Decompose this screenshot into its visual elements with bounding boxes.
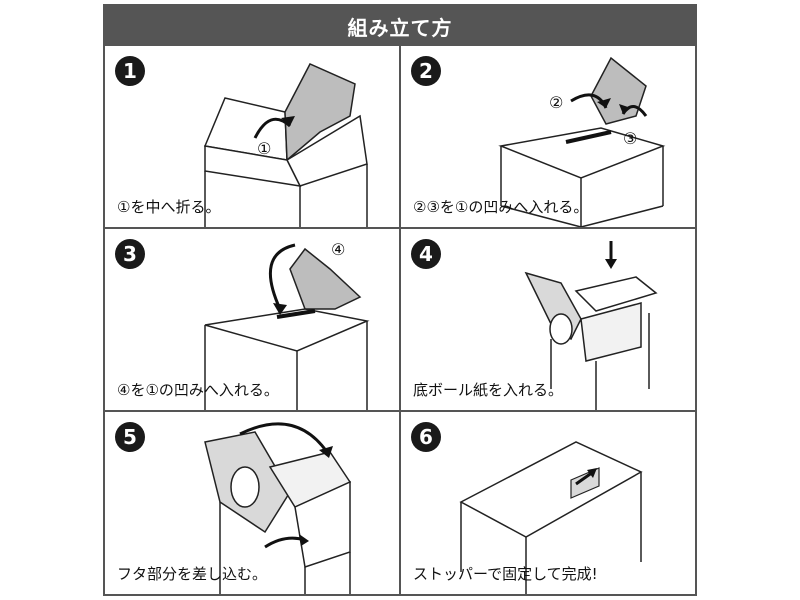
step-caption: ①を中へ折る。	[117, 198, 221, 216]
step-number-badge: 1	[115, 56, 145, 86]
step-caption: ストッパーで固定して完成!	[413, 565, 598, 583]
step-number-badge: 6	[411, 422, 441, 452]
divider-vertical	[399, 46, 401, 594]
step-1-illustration: ①	[203, 63, 368, 227]
step-number-badge: 5	[115, 422, 145, 452]
step-number-badge: 3	[115, 239, 145, 269]
mark-4: ④	[331, 240, 345, 259]
step-2: 2 ② ③ ②③を①の凹みへ入れる。	[401, 46, 695, 227]
step-caption: 底ボール紙を入れる。	[413, 381, 564, 399]
step-4-illustration	[524, 241, 658, 410]
assembly-instructions: 組み立て方 1 ① ①を中へ折る。 2	[103, 4, 697, 596]
mark-2: ②	[549, 93, 563, 112]
mark-3: ③	[623, 129, 637, 148]
step-5-illustration	[204, 422, 352, 594]
step-caption: フタ部分を差し込む。	[117, 565, 268, 583]
step-5: 5 フタ部分を差し込む。	[105, 412, 399, 594]
step-caption: ④を①の凹みへ入れる。	[117, 381, 279, 399]
step-6: 6 ストッパーで固定して完成!	[401, 412, 695, 594]
step-4: 4 底ボール紙を入れる。	[401, 229, 695, 410]
step-1: 1 ① ①を中へ折る。	[105, 46, 399, 227]
step-3-illustration: ④	[204, 240, 370, 410]
page-title: 組み立て方	[105, 6, 695, 46]
step-number-badge: 2	[411, 56, 441, 86]
step-3: 3 ④ ④を①の凹みへ入れる。	[105, 229, 399, 410]
step-number-badge: 4	[411, 239, 441, 269]
steps-grid: 1 ① ①を中へ折る。 2	[105, 46, 695, 594]
divider-horizontal-1	[105, 227, 695, 229]
divider-horizontal-2	[105, 410, 695, 412]
step-6-illustration	[459, 441, 643, 594]
step-2-illustration: ② ③	[498, 56, 666, 227]
step-caption: ②③を①の凹みへ入れる。	[413, 198, 589, 216]
mark-1: ①	[257, 139, 271, 158]
